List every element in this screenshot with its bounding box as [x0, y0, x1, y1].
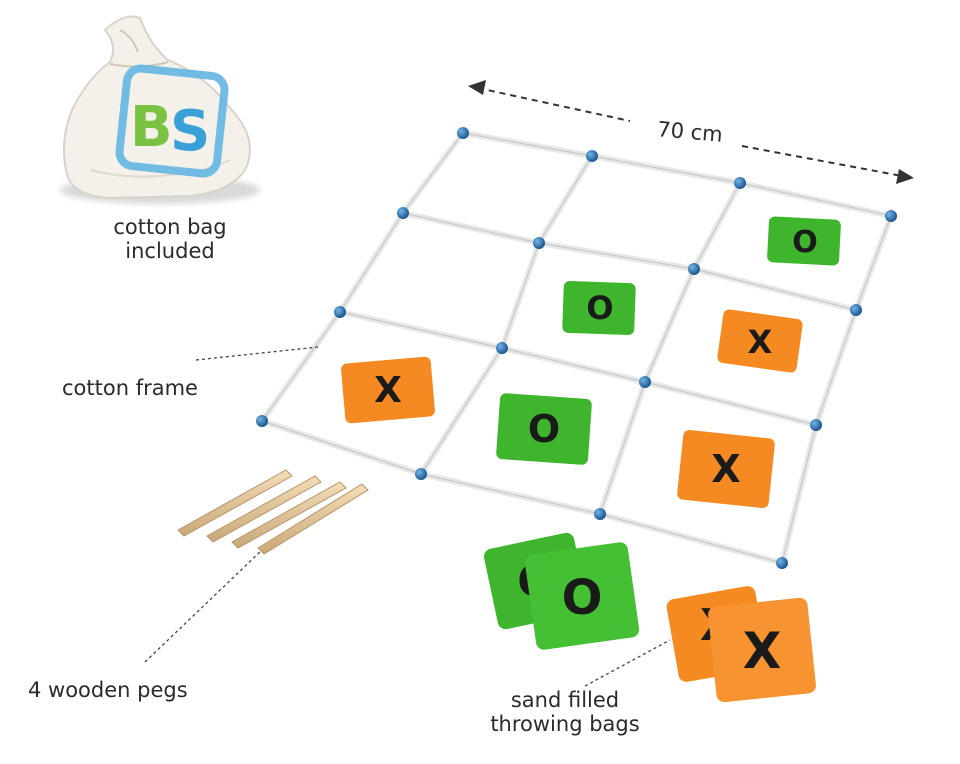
- cotton-bag: B S: [60, 15, 260, 204]
- dimension-arrow: [468, 80, 914, 184]
- cotton-bag-label-line1: cotton bag: [113, 215, 227, 239]
- wooden-pegs-label: 4 wooden pegs: [28, 678, 188, 702]
- loose-bag-green-front: O: [524, 542, 640, 650]
- loose-bag-orange-front: X: [708, 597, 816, 703]
- board-bag-r2c2-mark: O: [586, 289, 613, 327]
- board-bag-r2c3-mark: X: [748, 323, 773, 361]
- frame-beads: [256, 127, 897, 569]
- wooden-pegs: [177, 469, 369, 555]
- board-bag-r2c3: X: [717, 309, 803, 373]
- board-bag-r2c2: O: [562, 280, 636, 336]
- board-bag-r3c2: O: [496, 393, 592, 465]
- throwing-bags-label-line2: throwing bags: [490, 712, 640, 736]
- board-bag-r3c1: X: [341, 356, 435, 424]
- cotton-frame-outline: [261, 132, 892, 564]
- cotton-bag-label: cotton bag included: [70, 215, 270, 263]
- board-bag-r3c2-mark: O: [528, 407, 560, 451]
- loose-bag-green-front-mark: O: [562, 570, 603, 626]
- loose-bag-orange-front-mark: X: [743, 622, 782, 680]
- throwing-bags-label: sand filled throwing bags: [450, 688, 680, 736]
- bs-logo: B S: [115, 64, 229, 178]
- board-bag-r3c3-mark: X: [711, 447, 740, 491]
- board-bag-r1c3: O: [767, 216, 841, 266]
- board-bag-r3c1-mark: X: [374, 370, 402, 411]
- bs-logo-letter-s: S: [170, 99, 210, 164]
- bs-logo-letter-b: B: [130, 95, 173, 160]
- throwing-bags-label-line1: sand filled: [510, 688, 620, 712]
- cotton-frame-label: cotton frame: [62, 376, 198, 400]
- callout-lines: [144, 346, 671, 687]
- board-bag-r3c3: X: [677, 429, 775, 509]
- board-bag-r1c3-mark: O: [792, 225, 818, 260]
- cotton-bag-label-line2: included: [125, 239, 215, 263]
